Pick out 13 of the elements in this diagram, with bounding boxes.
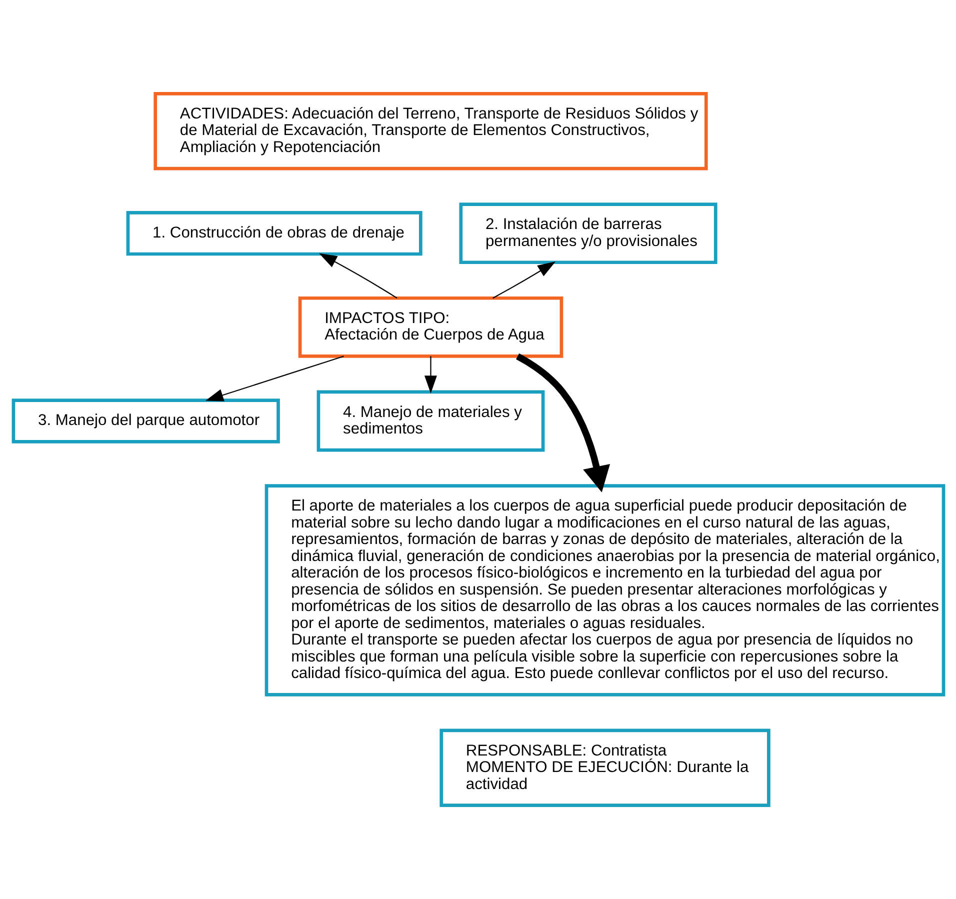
arrow [492,262,556,299]
node-box: 1. Construcción de obras de drenaje [126,210,422,256]
arrow [318,253,397,299]
arrow [204,356,344,402]
arrow [424,356,436,394]
node-box: 4. Manejo de materiales y sedimentos [316,390,544,452]
node-box: 3. Manejo del parque automotor [11,398,280,444]
arrow [515,353,610,492]
node-box: El aporte de materiales a los cuerpos de agua superficial puede producir depositación de material sobre su lecho dando lugar a modificaciones en el curso natural de las aguas, represamientos, formación de barras y zonas de depósito de materiales, alteración de la dinámica fluvial, generación de condiciones anaerobias por la presencia de material orgánico, alteración de los procesos físico-biológicos e incremento en la turbiedad del agua por presencia de sólidos en suspensión. Se pueden presentar alteraciones morfológicas y morfométricas de los sitios de desarrollo de las obras a los cauces normales de las corrientes por el aporte de sedimentos, materiales o aguas residuales. Durante el transporte se pueden afectar los cuerpos de agua por presencia de líquidos no miscibles que forman una película visible sobre la superficie con repercusiones sobre la calidad físico-química del agua. Esto puede conllevar conflictos por el uso del recurso. [264,484,945,696]
node-box: ACTIVIDADES: Adecuación del Terreno, Transporte de Residuos Sólidos y de Material de Excavación, Transporte de Elementos Constructivos, Ampliación y Repotenciación [153,92,708,170]
node-box: IMPACTOS TIPO: Afectación de Cuerpos de Agua [298,296,563,358]
node-box: RESPONSABLE: Contratista MOMENTO DE EJECUCIÓN: Durante la actividad [439,728,770,807]
node-box: 2. Instalación de barreras permanentes y/o provisionales [458,202,717,264]
